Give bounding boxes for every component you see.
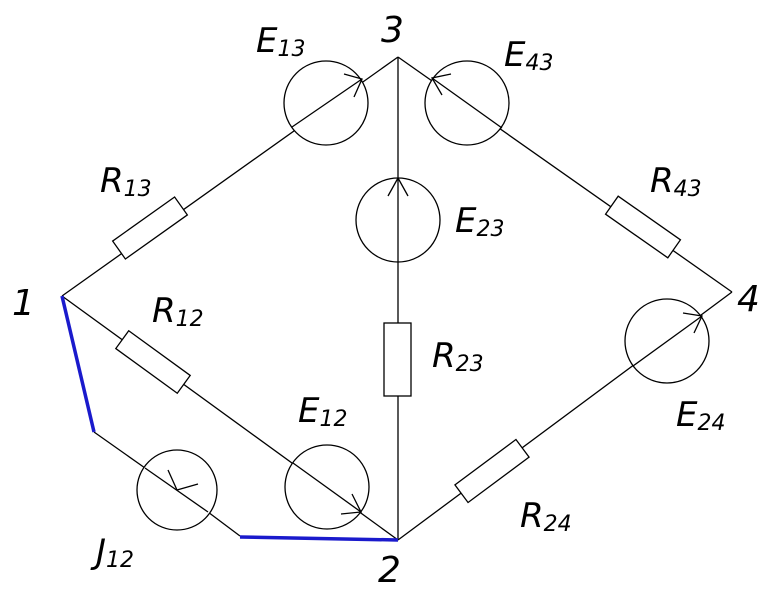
label-e24: E24 [676,395,725,436]
node-labels: 1 2 3 4 [12,10,760,591]
source-e13 [283,60,369,146]
label-e23: E23 [455,201,504,242]
resistor-r43 [604,195,682,259]
highlighted-path [60,295,399,542]
node-1-label: 1 [12,283,35,324]
component-labels: E13 E43 E23 E12 E24 R13 R12 R23 R43 R24 … [90,21,725,573]
resistor-r13 [111,196,189,260]
highlight-wire-left [60,295,96,433]
wire-j12-upper [93,431,146,469]
source-e24 [624,298,710,384]
current-source-j12 [136,449,218,531]
label-r23: R23 [432,336,484,377]
node-2-label: 2 [378,550,401,591]
source-e12 [284,444,370,530]
node-4-label: 4 [737,279,760,320]
source-e43 [424,60,510,146]
resistor-r24 [454,438,530,504]
label-e43: E43 [504,35,553,76]
node-3-label: 3 [381,10,404,51]
source-e23 [355,176,441,263]
highlight-wire-bottom [239,535,399,542]
label-r24: R24 [520,496,572,537]
resistor-r23 [383,322,412,397]
label-e13: E13 [256,21,305,62]
label-r13: R13 [100,161,152,202]
label-e12: E12 [298,391,347,432]
label-r43: R43 [650,161,702,202]
label-j12: J12 [90,532,134,573]
resistor-r12 [114,329,192,395]
wire-j12-lower [207,511,241,537]
label-r12: R12 [152,291,204,332]
